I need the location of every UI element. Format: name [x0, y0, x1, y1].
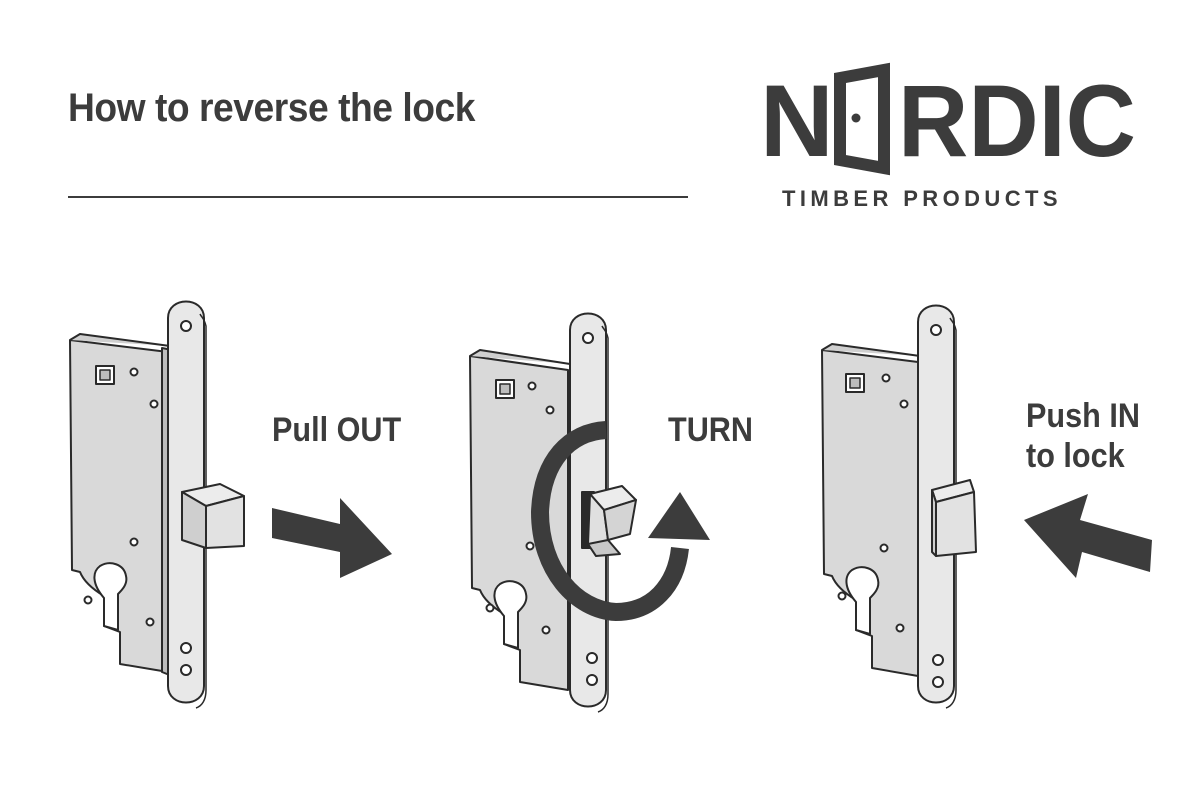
arrow-left-icon: [1024, 494, 1152, 578]
lock-body: [469, 355, 569, 691]
lock-body: [69, 339, 169, 673]
page-title: How to reverse the lock: [68, 86, 475, 130]
lock-body-top-edge: [469, 349, 571, 365]
lock-step-3: [821, 304, 977, 709]
cylinder-cutout: [845, 566, 880, 635]
nordic-logo: N RDIC: [760, 62, 1136, 178]
logo-letter-n: N: [760, 64, 834, 178]
logo-subtitle: TIMBER PRODUCTS: [782, 186, 1062, 211]
lock-body: [821, 349, 919, 677]
step-3-label-line-2: to lock: [1026, 437, 1125, 475]
latch-bolt: [931, 479, 977, 557]
latch-bolt: [181, 483, 245, 549]
step-2-label: TURN: [668, 410, 753, 450]
lock-body-top-edge: [69, 333, 171, 347]
step-2-label-line-1: TURN: [668, 411, 753, 449]
step-3-label-line-1: Push IN: [1026, 397, 1140, 435]
rotate-arrow-icon: [530, 421, 710, 622]
step-3-label: Push IN to lock: [1026, 396, 1140, 476]
lock-step-2: [469, 312, 637, 713]
logo-letters-rdic: RDIC: [898, 64, 1136, 178]
cylinder-cutout: [493, 580, 528, 649]
lock-body-top-edge: [821, 343, 921, 357]
title-divider: [68, 196, 688, 198]
latch-bolt: [581, 485, 637, 557]
door-icon: [834, 62, 890, 176]
step-1-label: Pull OUT: [272, 410, 401, 450]
step-1-label-line-1: Pull OUT: [272, 411, 402, 449]
arrow-right-icon: [272, 498, 392, 578]
cylinder-cutout: [93, 562, 128, 631]
lock-step-1: [69, 300, 245, 709]
